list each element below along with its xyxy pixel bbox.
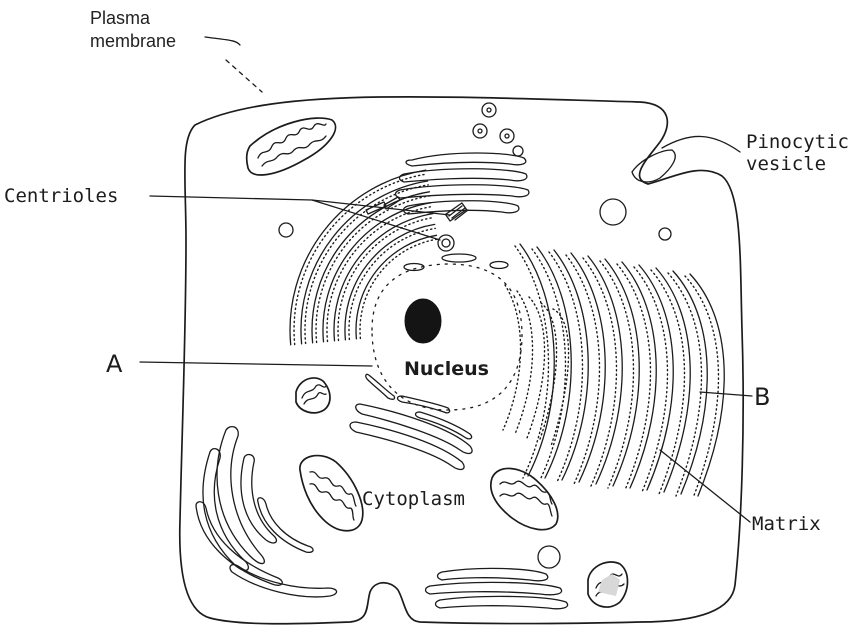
plasma-membrane-label-2: membrane [90,31,176,51]
centriole-2 [438,235,454,251]
matrix-label: Matrix [752,513,821,535]
nucleolus [405,299,441,343]
label-a: A [106,350,123,378]
label-b: B [754,383,770,411]
mitochondrion-bottom-right [588,562,628,607]
plasma-membrane-label: Plasma [90,8,151,28]
er-lamella [532,249,565,480]
vesicle-right-large [600,199,626,225]
nucleus: Nucleus [372,264,522,410]
centrioles-label: Centrioles [4,185,118,207]
pinocytic-leader [662,136,740,152]
mitochondrion-center-right [491,468,558,529]
mitochondrion-left-small [296,378,330,413]
vesicle-label: vesicle [746,153,826,175]
b-leader [700,392,752,396]
cytoplasm-label: Cytoplasm [362,488,465,510]
mitochondrion-center-left [300,456,363,531]
secretory-vesicles [473,103,523,156]
vesicle-right-small [659,228,671,240]
nucleus-label: Nucleus [404,358,489,380]
a-leader [140,362,372,366]
plasma-membrane-leader-dashed [226,60,262,92]
smooth-er-bottom [426,568,568,608]
smooth-er-below-nucleus [350,374,472,469]
er-lamella [515,291,533,434]
centriole-1 [446,203,468,221]
plasma-membrane-leader [205,37,240,45]
pinocytic-label: Pinocytic [746,131,849,153]
rough-er-right [503,244,724,498]
vesicle-bottom [538,546,560,568]
er-lamella [503,285,521,430]
mitochondrion-top-left [247,118,336,175]
er-lamella [527,297,545,438]
vesicle-left [279,223,293,237]
